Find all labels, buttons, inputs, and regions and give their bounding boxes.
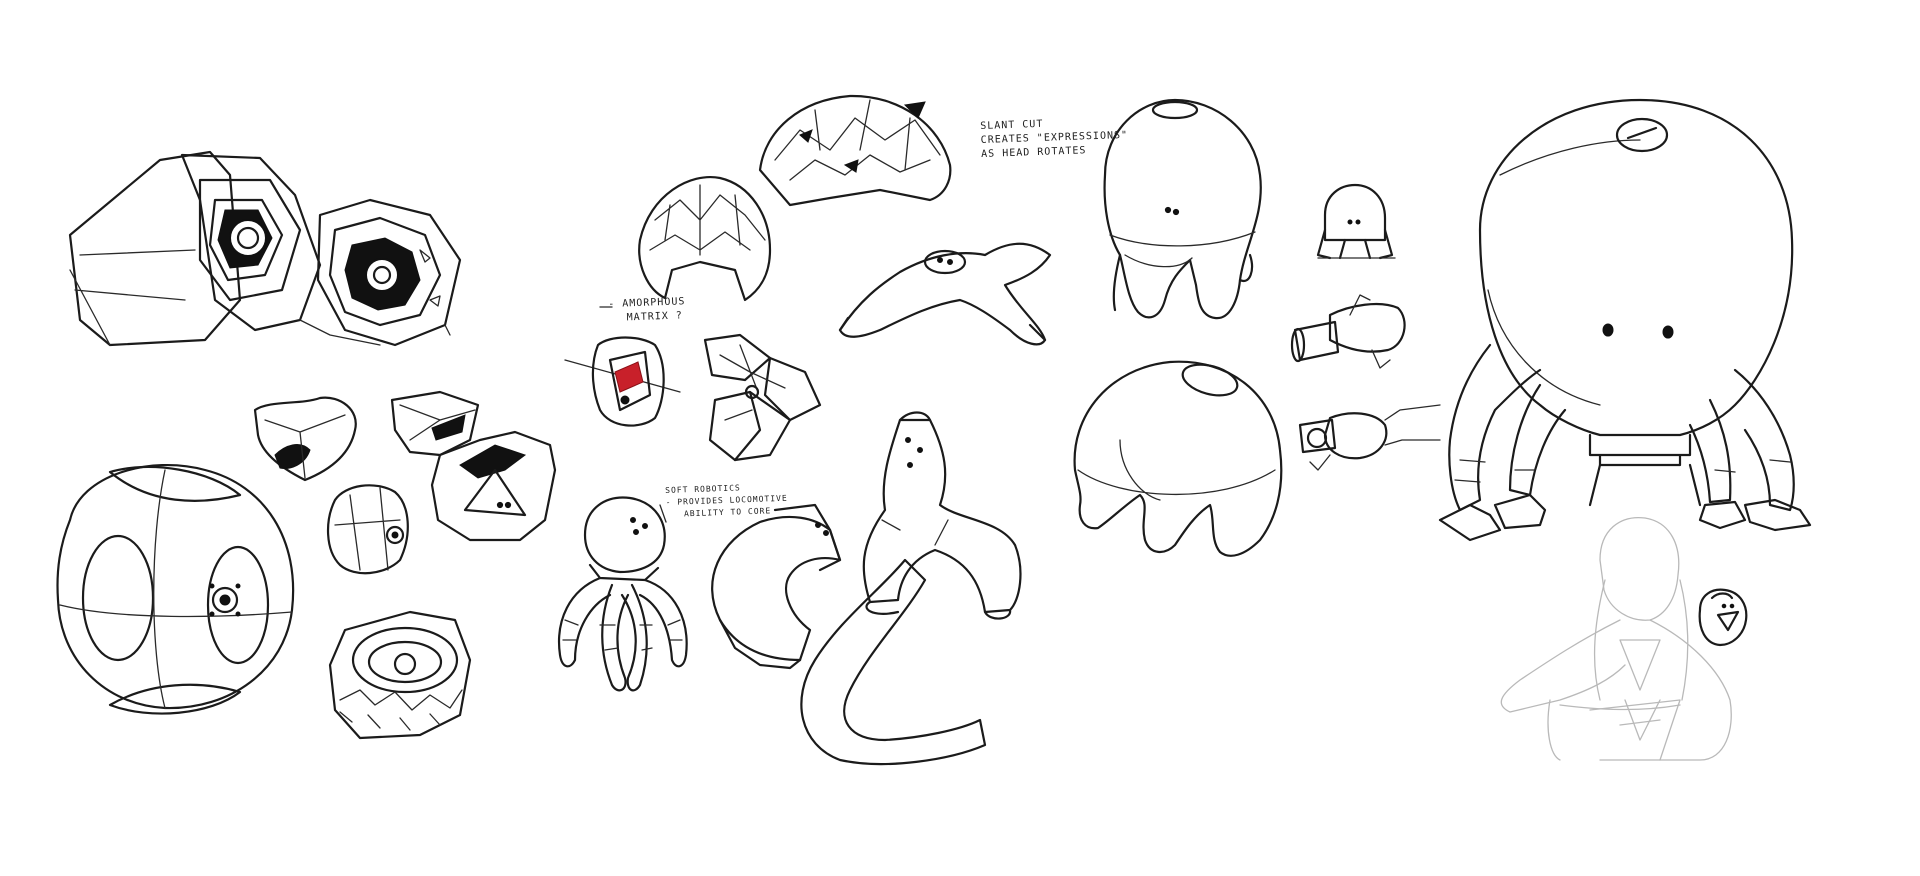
annotation-leader-lines xyxy=(599,306,667,523)
soft-robotics-annotation: SOFT ROBOTICS - PROVIDES LOCOMOTIVE ABIL… xyxy=(665,481,788,521)
amorphous-matrix-annotation: - AMORPHOUS MATRIX ? xyxy=(608,295,686,326)
amorphous-line-2: MATRIX ? xyxy=(626,310,684,324)
small-pod-sketches xyxy=(253,390,557,575)
squat-dome-walker-sketch xyxy=(1073,360,1283,557)
faint-character-sketch xyxy=(1500,517,1748,761)
starfish-leg-sketch xyxy=(838,242,1052,346)
slant-cut-annotation: SLANT CUT CREATES "EXPRESSIONS" AS HEAD … xyxy=(980,115,1129,162)
large-sphere-walker-sketch xyxy=(1438,98,1812,542)
small-mechanism-sketches xyxy=(1290,183,1441,471)
hex-core-module-sketch xyxy=(328,610,472,740)
egg-walker-sketch xyxy=(1103,98,1262,320)
geodesic-dome-sketches xyxy=(638,94,952,302)
hex-cannon-pod-sketch xyxy=(68,150,462,347)
spherical-shell-sketch xyxy=(56,463,295,715)
soft-robotics-claw-sketch xyxy=(558,496,688,692)
amorphous-matrix-sketches xyxy=(564,333,822,462)
tendril-limb-sketches xyxy=(711,411,1022,766)
